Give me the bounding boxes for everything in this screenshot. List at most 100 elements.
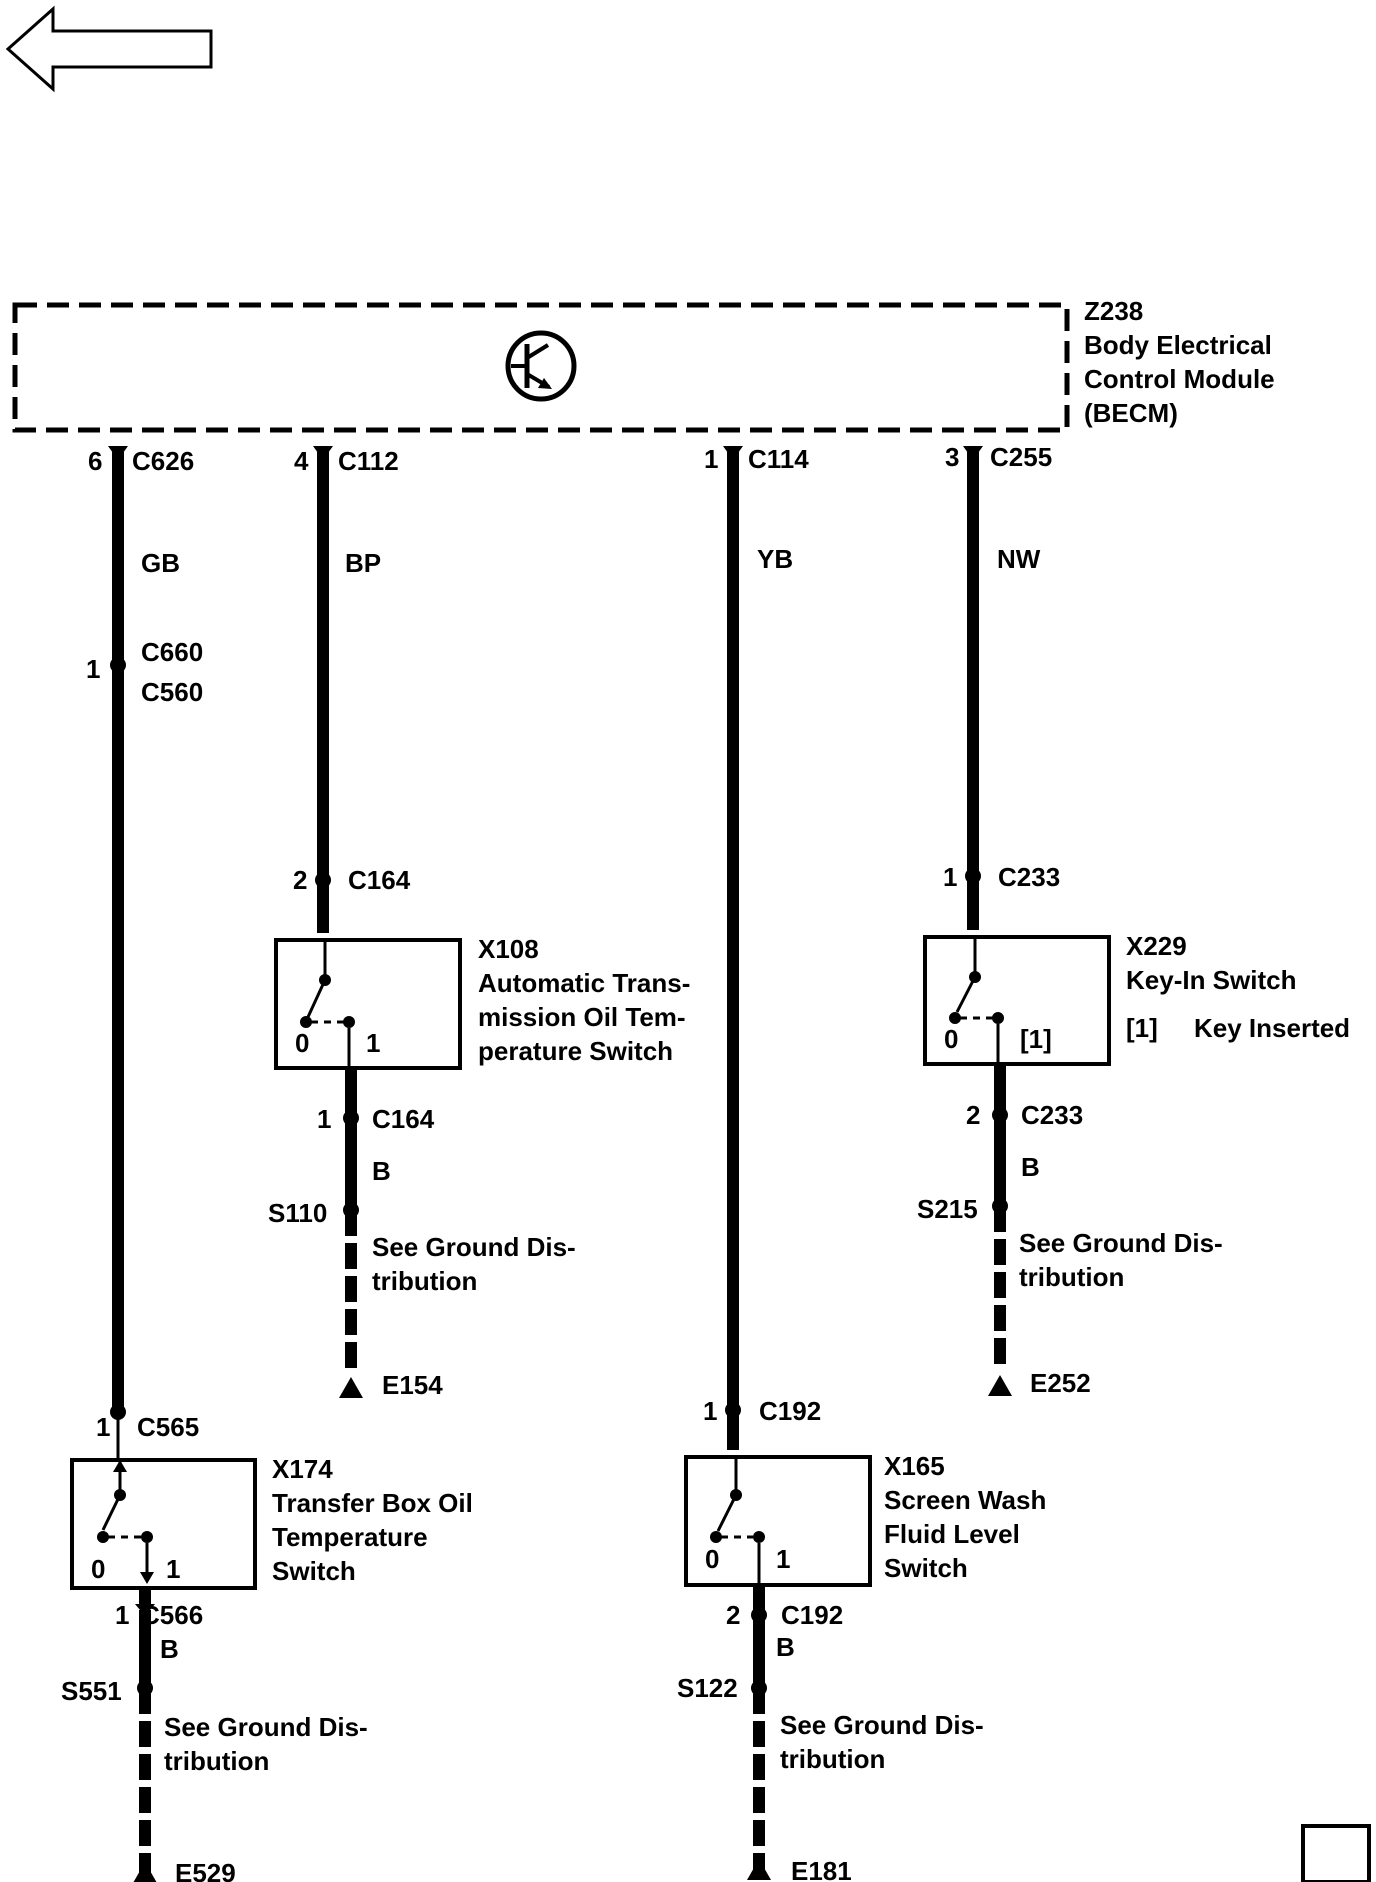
module-pin-c114 (723, 446, 743, 460)
ground-point-label: E529 (175, 1858, 236, 1882)
transistor-icon (505, 330, 577, 402)
connector-label: C660 (141, 637, 203, 667)
ground-note: See Ground Dis- (164, 1712, 368, 1742)
ground-note: tribution (164, 1746, 269, 1776)
inline-connector-c660 (110, 657, 126, 673)
ground-icon (988, 1375, 1012, 1396)
module-name-line2: Control Module (1084, 364, 1275, 394)
wire-color-label: NW (997, 544, 1041, 574)
ground-note: tribution (1019, 1262, 1124, 1292)
switch-name: Switch (272, 1556, 356, 1586)
page-box-icon[interactable] (1301, 1824, 1371, 1882)
connector-label: C626 (132, 446, 194, 476)
switch-code: X229 (1126, 931, 1187, 961)
ground-note: See Ground Dis- (780, 1710, 984, 1740)
switch-x229-box (923, 935, 1111, 1066)
connector-label: C233 (1021, 1100, 1083, 1130)
ground-point-label: E252 (1030, 1368, 1091, 1398)
switch-name: Temperature (272, 1522, 428, 1552)
switch-code: X174 (272, 1454, 333, 1484)
pin-number: 1 (115, 1600, 129, 1630)
connector-label: C164 (372, 1104, 435, 1134)
pin-number: 1 (704, 444, 718, 474)
pin-number: 2 (726, 1600, 740, 1630)
splice-label: S110 (268, 1198, 327, 1228)
switch-name: Fluid Level (884, 1519, 1020, 1549)
wire-color-label: GB (141, 548, 180, 578)
splice-label: S215 (917, 1194, 978, 1224)
connector-label: C255 (990, 442, 1052, 472)
switch-x165-box (684, 1455, 872, 1587)
module-name-line1: Body Electrical (1084, 330, 1272, 360)
switch-name: perature Switch (478, 1036, 673, 1066)
switch-legend-key: [1] (1126, 1013, 1158, 1043)
circuit-yb (684, 446, 872, 1880)
pin-number: 2 (966, 1100, 980, 1130)
wire-color-label: B (160, 1634, 179, 1664)
ground-note: See Ground Dis- (1019, 1228, 1223, 1258)
becm-module (12, 302, 1070, 433)
switch-position: 1 (776, 1544, 790, 1574)
pin-number: 6 (88, 446, 102, 476)
ground-point-label: E181 (791, 1856, 852, 1882)
connector-c164-in (315, 872, 331, 888)
switch-x174-box (70, 1458, 257, 1590)
connector-c164-out (343, 1110, 359, 1126)
ground-icon (133, 1862, 157, 1882)
connector-label: C112 (338, 446, 399, 476)
switch-code: X108 (478, 934, 539, 964)
pin-number: 1 (317, 1104, 331, 1134)
switch-name: Automatic Trans- (478, 968, 690, 998)
connector-c233-in (965, 868, 981, 884)
wire-color-label: B (372, 1156, 391, 1186)
switch-position: 0 (91, 1554, 105, 1584)
splice-label: S122 (677, 1673, 738, 1703)
pin-number: 2 (293, 865, 307, 895)
module-pin-c255 (963, 446, 983, 460)
ground-note: tribution (372, 1266, 477, 1296)
module-code: Z238 (1084, 296, 1143, 326)
switch-position: 0 (295, 1028, 309, 1058)
connector-c233-out (992, 1107, 1008, 1123)
circuit-bp (274, 446, 462, 1398)
switch-name: Screen Wash (884, 1485, 1046, 1515)
module-name-line3: (BECM) (1084, 398, 1178, 428)
wire-color-label: YB (757, 544, 793, 574)
switch-name: Switch (884, 1553, 968, 1583)
back-arrow-icon[interactable] (5, 5, 213, 93)
switch-code: X165 (884, 1451, 945, 1481)
switch-x108-box (274, 938, 462, 1070)
connector-label: C164 (348, 865, 411, 895)
circuit-nw (923, 446, 1111, 1396)
connector-label: C565 (137, 1412, 199, 1442)
switch-position: 0 (705, 1544, 719, 1574)
ground-point-label: E154 (382, 1370, 443, 1400)
pin-number: 1 (943, 862, 957, 892)
wire-color-label: B (1021, 1152, 1040, 1182)
switch-legend-text: Key Inserted (1194, 1013, 1350, 1043)
switch-name: mission Oil Tem- (478, 1002, 686, 1032)
ground-icon (747, 1859, 771, 1880)
connector-label: C192 (759, 1396, 821, 1426)
pin-number: 3 (945, 442, 959, 472)
connector-label: C566 (141, 1600, 203, 1630)
wire-color-label: BP (345, 548, 381, 578)
pin-number: 1 (86, 654, 100, 684)
connector-label: C114 (748, 444, 809, 474)
ground-note: See Ground Dis- (372, 1232, 576, 1262)
module-pin-c112 (313, 446, 333, 460)
splice-label: S551 (61, 1676, 122, 1706)
switch-name: Transfer Box Oil (272, 1488, 473, 1518)
connector-label: C192 (781, 1600, 843, 1630)
ground-note: tribution (780, 1744, 885, 1774)
pin-number: 4 (294, 446, 309, 476)
switch-position: 1 (166, 1554, 180, 1584)
switch-position: 1 (366, 1028, 380, 1058)
switch-name: Key-In Switch (1126, 965, 1296, 995)
pin-number: 1 (96, 1412, 110, 1442)
circuit-gb (70, 446, 257, 1882)
module-pin-c626 (108, 446, 128, 460)
connector-label: C233 (998, 862, 1060, 892)
ground-icon (339, 1377, 363, 1398)
